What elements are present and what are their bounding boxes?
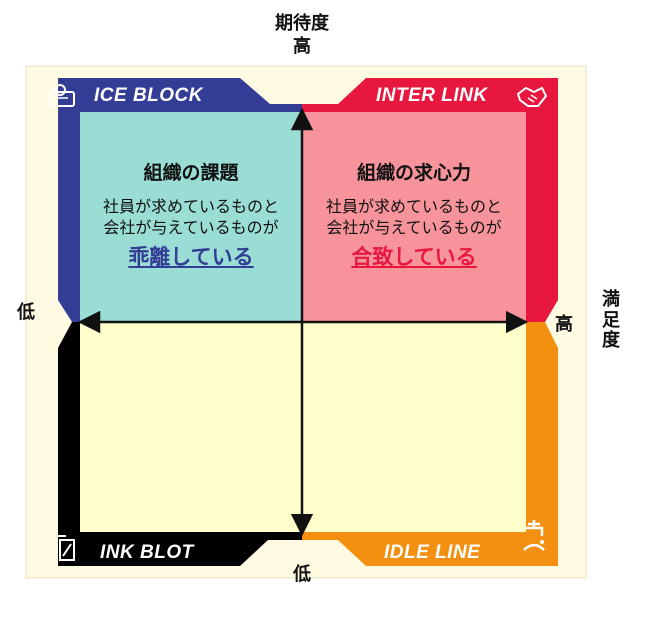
- expectation-axis-title: 期待度: [275, 13, 329, 34]
- ice-block-label: ICE BLOCK: [94, 85, 203, 106]
- ice-block-icon: [49, 84, 75, 107]
- ink-pen-icon: [54, 535, 75, 561]
- handshake-icon: [516, 86, 548, 107]
- idle-line-band: [302, 322, 558, 566]
- attraction-line-1: 社員が求めているものと: [325, 197, 502, 216]
- inter-link-band: [302, 78, 558, 322]
- attraction-keyword: 合致している: [351, 244, 477, 269]
- attraction-quadrant: [302, 112, 526, 322]
- attraction-title: 組織の求心力: [356, 162, 471, 184]
- idle-line-label: IDLE LINE: [384, 542, 481, 563]
- satisfaction-low-label: 低: [17, 302, 35, 323]
- inter-link-label: INTER LINK: [376, 85, 488, 106]
- attraction-line-2: 会社が与えているものが: [326, 217, 502, 237]
- expectation-high-label: 高: [293, 36, 311, 57]
- issue-line-2: 会社が与えているものが: [103, 217, 279, 237]
- satisfaction-high-label: 高: [555, 314, 573, 335]
- issue-quadrant-text: 組織の課題 社員が求めているものと 会社が与えているものが 乖離している: [80, 158, 302, 271]
- issue-title: 組織の課題: [143, 162, 239, 184]
- issue-quadrant: [80, 112, 302, 322]
- ink-blot-band: [58, 322, 302, 566]
- expectation-low-label: 低: [293, 564, 311, 585]
- faucet-icon: [523, 520, 545, 551]
- attraction-quadrant-text: 組織の求心力 社員が求めているものと 会社が与えているものが 合致している: [302, 158, 526, 271]
- ink-blot-label: INK BLOT: [100, 542, 194, 563]
- issue-line-1: 社員が求めているものと: [102, 197, 279, 216]
- satisfaction-axis-title: 満 足 度: [602, 289, 620, 352]
- issue-keyword: 乖離している: [128, 244, 254, 269]
- ice-block-band: [58, 78, 302, 322]
